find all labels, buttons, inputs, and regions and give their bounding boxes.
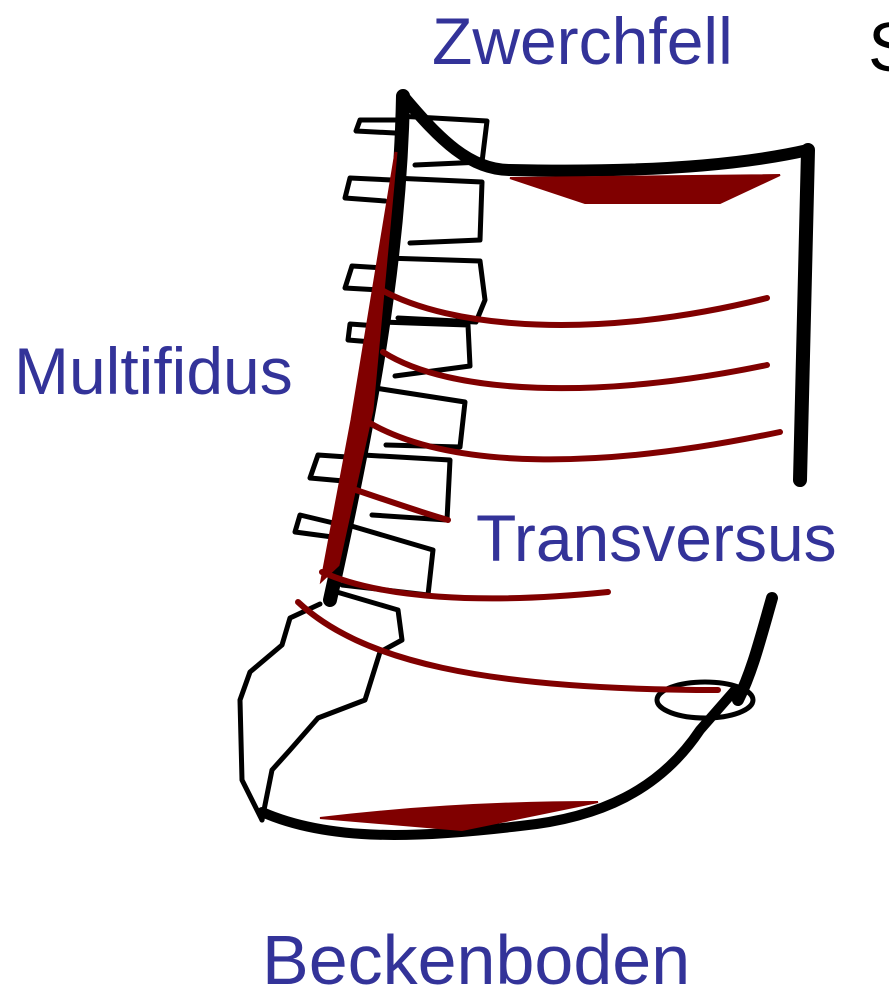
transversus-line-3 bbox=[368, 422, 780, 459]
vertebra-6 bbox=[310, 455, 450, 520]
vertebra-3 bbox=[345, 258, 485, 322]
diaphragm-muscle bbox=[510, 175, 780, 203]
transversus-line-5 bbox=[322, 572, 608, 598]
cut-off-title-char: S bbox=[868, 12, 889, 82]
label-transversus: Transversus bbox=[476, 505, 837, 571]
vertebra-5 bbox=[375, 388, 465, 447]
pelvis bbox=[240, 590, 753, 835]
transversus-line-6 bbox=[298, 602, 718, 690]
vertebra-2 bbox=[345, 178, 482, 243]
label-zwerchfell: Zwerchfell bbox=[432, 8, 733, 74]
label-beckenboden: Beckenboden bbox=[262, 925, 690, 995]
label-multifidus: Multifidus bbox=[14, 338, 293, 404]
